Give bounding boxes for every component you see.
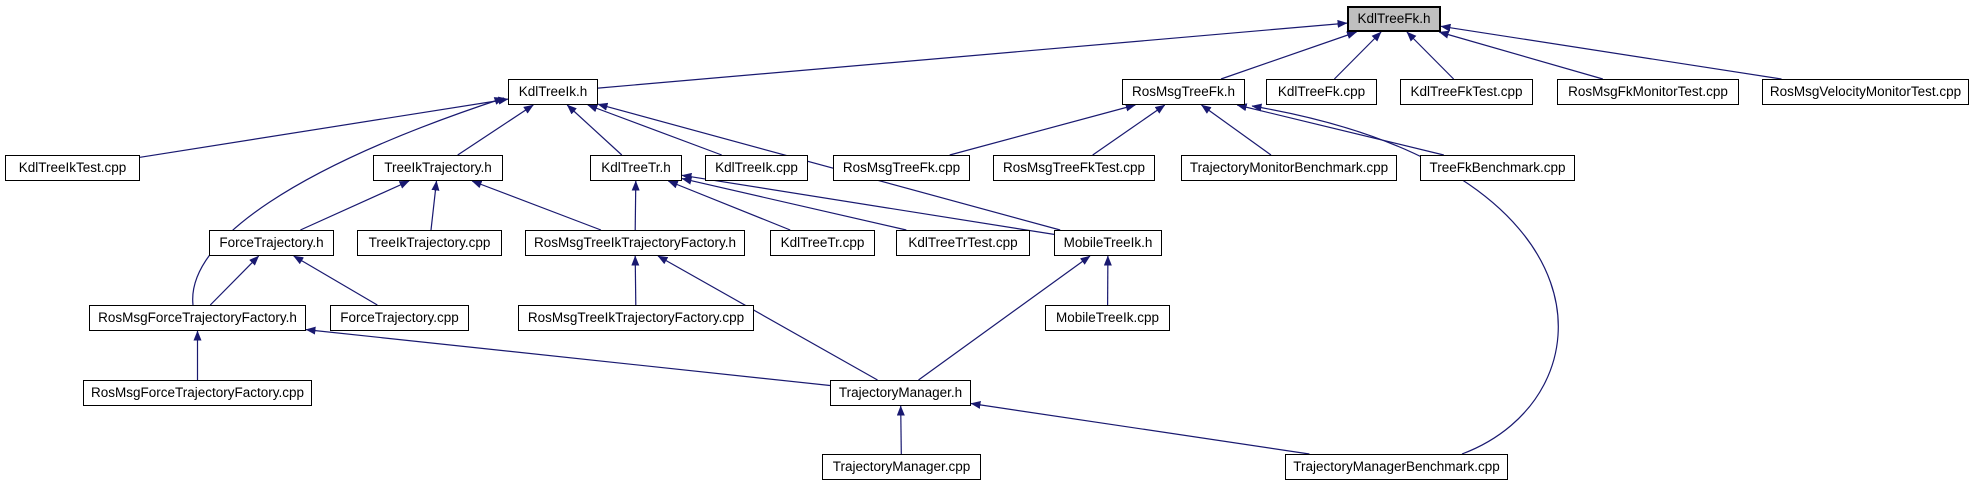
- edge-RosMsgTreeIkTrajectoryFactory_cpp-to-RosMsgTreeIkTrajectoryFactory_h: [631, 255, 640, 306]
- node-RosMsgVelocityMonitorTest_cpp[interactable]: RosMsgVelocityMonitorTest.cpp: [1762, 79, 1969, 105]
- node-KdlTreeTrTest_cpp[interactable]: KdlTreeTrTest.cpp: [896, 230, 1030, 256]
- edge-TrajectoryManager_h-to-MobileTreeIk_h: [918, 255, 1091, 381]
- node-KdlTreeIk_h[interactable]: KdlTreeIk.h: [508, 79, 598, 105]
- edge-RosMsgTreeFk_h-to-KdlTreeFk_h: [1220, 31, 1357, 80]
- node-MobileTreeIk_cpp[interactable]: MobileTreeIk.cpp: [1045, 305, 1170, 331]
- node-TrajectoryMonitorBenchmark_cpp[interactable]: TrajectoryMonitorBenchmark.cpp: [1181, 155, 1397, 181]
- node-KdlTreeFkTest_cpp[interactable]: KdlTreeFkTest.cpp: [1400, 79, 1533, 105]
- edge-KdlTreeFk_cpp-to-KdlTreeFk_h: [1333, 31, 1382, 80]
- edge-ForceTrajectory_cpp-to-ForceTrajectory_h: [293, 255, 378, 306]
- edge-RosMsgTreeFkTest_cpp-to-RosMsgTreeFk_h: [1092, 104, 1166, 156]
- node-RosMsgForceTrajectoryFactory_h[interactable]: RosMsgForceTrajectoryFactory.h: [89, 305, 306, 331]
- node-TrajectoryManager_h[interactable]: TrajectoryManager.h: [830, 380, 971, 406]
- edge-TreeFkBenchmark_cpp-to-RosMsgTreeFk_h: [1236, 103, 1444, 156]
- edge-RosMsgTreeFk_cpp-to-RosMsgTreeFk_h: [949, 103, 1136, 156]
- edge-TrajectoryMonitorBenchmark_cpp-to-RosMsgTreeFk_h: [1201, 104, 1272, 156]
- edge-RosMsgTreeIkTrajectoryFactory_h-to-TreeIkTrajectory_h: [471, 180, 602, 231]
- node-RosMsgForceTrajectoryFactory_cpp[interactable]: RosMsgForceTrajectoryFactory.cpp: [83, 380, 312, 406]
- edge-TrajectoryManager_h-to-RosMsgTreeIkTrajectoryFactory_h: [657, 255, 878, 381]
- node-KdlTreeFk_h[interactable]: KdlTreeFk.h: [1347, 6, 1441, 32]
- edge-ForceTrajectory_h-to-TreeIkTrajectory_h: [300, 180, 410, 231]
- edge-MobileTreeIk_h-to-KdlTreeTr_h: [681, 172, 1055, 235]
- node-RosMsgTreeFk_h[interactable]: RosMsgTreeFk.h: [1122, 79, 1245, 105]
- node-MobileTreeIk_h[interactable]: MobileTreeIk.h: [1054, 230, 1162, 256]
- edge-KdlTreeTr_h-to-KdlTreeIk_h: [566, 104, 623, 156]
- node-RosMsgTreeFk_cpp[interactable]: RosMsgTreeFk.cpp: [833, 155, 970, 181]
- edge-KdlTreeFkTest_cpp-to-KdlTreeFk_h: [1406, 31, 1455, 80]
- edge-RosMsgFkMonitorTest_cpp-to-KdlTreeFk_h: [1438, 30, 1603, 80]
- node-KdlTreeIk_cpp[interactable]: KdlTreeIk.cpp: [705, 155, 808, 181]
- node-TrajectoryManagerBenchmark_cpp[interactable]: TrajectoryManagerBenchmark.cpp: [1285, 454, 1508, 480]
- edge-KdlTreeIkTest_cpp-to-KdlTreeIk_h: [139, 96, 509, 158]
- node-KdlTreeFk_cpp[interactable]: KdlTreeFk.cpp: [1266, 79, 1377, 105]
- node-RosMsgTreeIkTrajectoryFactory_h[interactable]: RosMsgTreeIkTrajectoryFactory.h: [525, 230, 745, 256]
- edge-RosMsgForceTrajectoryFactory_h-to-ForceTrajectory_h: [209, 255, 260, 306]
- edge-KdlTreeIk_cpp-to-KdlTreeIk_h: [587, 104, 722, 156]
- edge-MobileTreeIk_h-to-KdlTreeIk_h: [597, 102, 1061, 231]
- node-KdlTreeTr_h[interactable]: KdlTreeTr.h: [590, 155, 682, 181]
- node-RosMsgFkMonitorTest_cpp[interactable]: RosMsgFkMonitorTest.cpp: [1557, 79, 1739, 105]
- node-RosMsgTreeFkTest_cpp[interactable]: RosMsgTreeFkTest.cpp: [993, 155, 1155, 181]
- node-KdlTreeIkTest_cpp[interactable]: KdlTreeIkTest.cpp: [5, 155, 140, 181]
- edge-TrajectoryManager_h-to-RosMsgForceTrajectoryFactory_h: [305, 326, 831, 387]
- edge-TrajectoryManager_cpp-to-TrajectoryManager_h: [896, 405, 905, 455]
- edge-TreeIkTrajectory_h-to-KdlTreeIk_h: [457, 104, 534, 156]
- edge-RosMsgTreeIkTrajectoryFactory_h-to-KdlTreeTr_h: [631, 180, 640, 231]
- node-RosMsgTreeIkTrajectoryFactory_cpp[interactable]: RosMsgTreeIkTrajectoryFactory.cpp: [518, 305, 754, 331]
- edge-TrajectoryManagerBenchmark_cpp-to-TrajectoryManager_h: [970, 400, 1310, 455]
- node-KdlTreeTr_cpp[interactable]: KdlTreeTr.cpp: [770, 230, 875, 256]
- edge-RosMsgVelocityMonitorTest_cpp-to-KdlTreeFk_h: [1440, 23, 1782, 80]
- edge-KdlTreeIk_h-to-KdlTreeFk_h: [597, 19, 1348, 89]
- edge-TrajectoryManagerBenchmark_cpp-to-RosMsgTreeFk_h: [1251, 103, 1559, 455]
- node-TreeFkBenchmark_cpp[interactable]: TreeFkBenchmark.cpp: [1420, 155, 1575, 181]
- node-TreeIkTrajectory_h[interactable]: TreeIkTrajectory.h: [373, 155, 503, 181]
- node-TreeIkTrajectory_cpp[interactable]: TreeIkTrajectory.cpp: [357, 230, 502, 256]
- node-ForceTrajectory_h[interactable]: ForceTrajectory.h: [209, 230, 334, 256]
- edge-TreeIkTrajectory_cpp-to-TreeIkTrajectory_h: [430, 180, 440, 231]
- edge-RosMsgForceTrajectoryFactory_h-to-KdlTreeIk_h: [192, 97, 505, 306]
- node-TrajectoryManager_cpp[interactable]: TrajectoryManager.cpp: [822, 454, 981, 480]
- node-ForceTrajectory_cpp[interactable]: ForceTrajectory.cpp: [330, 305, 469, 331]
- edge-KdlTreeTr_cpp-to-KdlTreeTr_h: [667, 180, 791, 231]
- edge-KdlTreeTrTest_cpp-to-KdlTreeTr_h: [681, 176, 907, 231]
